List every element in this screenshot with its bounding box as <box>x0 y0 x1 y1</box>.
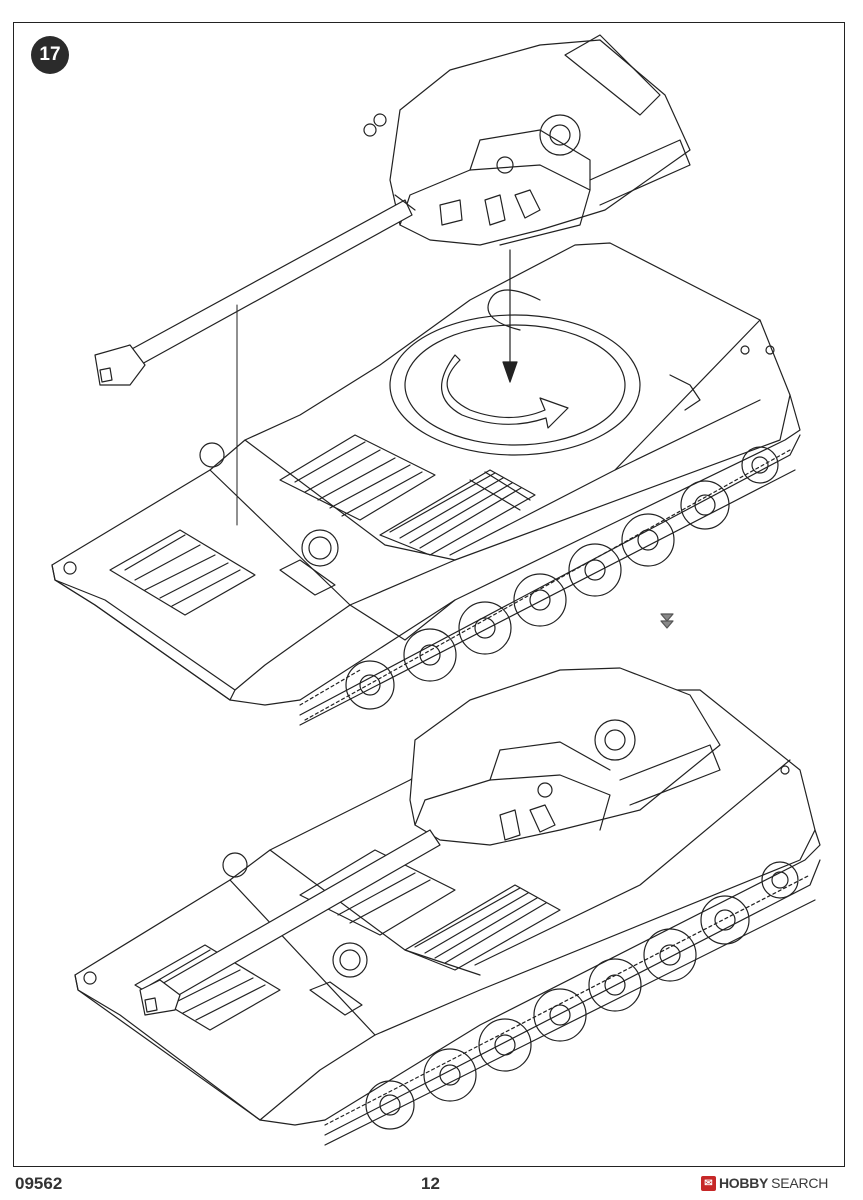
page-frame <box>13 22 845 1167</box>
turret-exploded <box>94 34 691 386</box>
step-number-badge: 17 <box>31 36 69 74</box>
running-gear-top <box>299 434 801 726</box>
assembled-view <box>74 667 821 1146</box>
exploded-view <box>51 34 801 726</box>
down-chevron-icon <box>660 613 674 629</box>
hobby-search-logo-icon: ✉ <box>701 1175 716 1191</box>
hull-bottom <box>74 667 821 1126</box>
curved-arrow-icon <box>441 354 569 429</box>
page-number: 12 <box>421 1174 440 1193</box>
watermark: ✉ HOBBY SEARCH <box>701 1173 828 1193</box>
down-arrow-icon <box>502 249 518 383</box>
hull-top <box>51 242 801 706</box>
gun-barrel <box>129 199 413 366</box>
watermark-search: SEARCH <box>771 1175 829 1191</box>
running-gear-bottom <box>324 859 821 1146</box>
product-code: 09562 <box>15 1174 63 1193</box>
watermark-brand: HOBBY <box>719 1175 769 1191</box>
